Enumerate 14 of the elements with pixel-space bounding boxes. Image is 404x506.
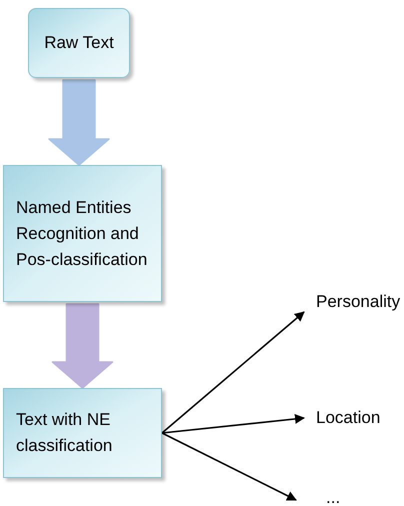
category-label: Personality	[316, 290, 404, 314]
block-arrow	[48, 79, 110, 166]
box-text: Raw Text	[44, 32, 114, 54]
process-box	[3, 388, 162, 478]
box-text: Text with NE classification	[16, 409, 114, 457]
arrow	[162, 414, 305, 434]
box-text: Named Entities Recognition and Pos-classification	[16, 196, 148, 270]
arrow	[162, 432, 297, 501]
category-label: Location	[316, 406, 396, 430]
process-box	[28, 8, 130, 78]
category-label: ...	[326, 486, 350, 506]
block-arrow	[52, 303, 114, 389]
arrow	[161, 311, 305, 434]
process-box	[3, 165, 162, 302]
